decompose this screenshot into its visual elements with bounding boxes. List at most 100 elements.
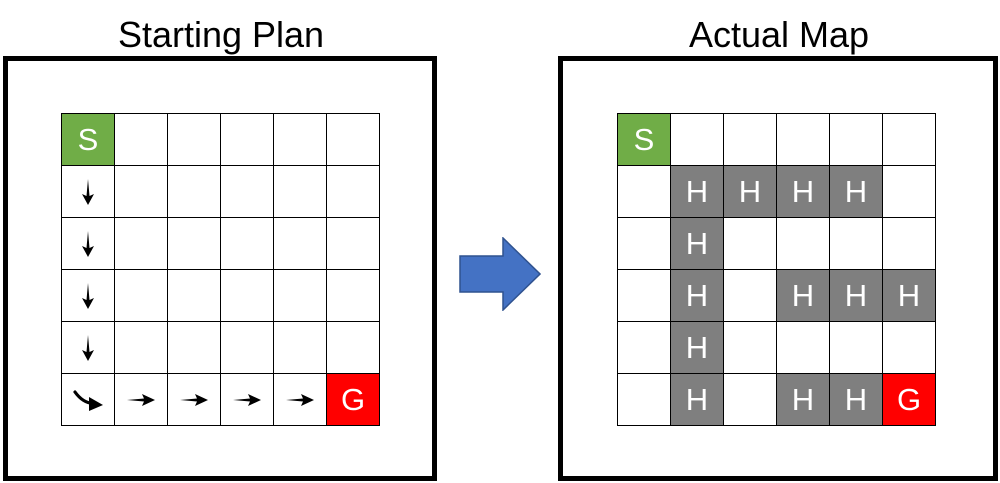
starting-plan-title: Starting Plan (117, 14, 325, 55)
plan-cell-0-3 (221, 114, 274, 166)
plan-cell-0-5 (327, 114, 380, 166)
map-cell-5-2 (724, 374, 777, 426)
plan-cell-2-1 (115, 218, 168, 270)
map-cell-0-1 (671, 114, 724, 166)
plan-cell-3-1 (115, 270, 168, 322)
plan-goal-cell: G (327, 374, 380, 426)
plan-cell-4-5 (327, 322, 380, 374)
arrow-right-icon (127, 393, 155, 406)
map-cell-2-3 (777, 218, 830, 270)
cell-label: S (633, 121, 655, 157)
map-start-cell: S (618, 114, 671, 166)
map-cell-4-5 (883, 322, 936, 374)
plan-cell-3-3 (221, 270, 274, 322)
map-hole-cell: H (671, 166, 724, 218)
transition-arrow-icon (459, 237, 541, 311)
map-hole-cell: H (671, 218, 724, 270)
map-cell-2-2 (724, 218, 777, 270)
cell-label: H (685, 173, 709, 209)
plan-cell-2-3 (221, 218, 274, 270)
arrow-down-icon (82, 334, 94, 361)
cell-label: H (685, 381, 709, 417)
cell-label: H (844, 277, 868, 313)
arrow-right-icon (233, 393, 261, 406)
plan-cell-1-5 (327, 166, 380, 218)
plan-start-cell: S (62, 114, 115, 166)
plan-cell-1-1 (115, 166, 168, 218)
plan-cell-0-4 (274, 114, 327, 166)
cell-label: S (77, 121, 99, 157)
cell-label: H (738, 173, 762, 209)
map-hole-cell: H (671, 270, 724, 322)
map-hole-cell: H (830, 374, 883, 426)
map-hole-cell: H (777, 374, 830, 426)
plan-cell-5-4 (274, 374, 327, 426)
plan-cell-4-3 (221, 322, 274, 374)
cell-label: G (340, 381, 366, 417)
cell-label: H (897, 277, 921, 313)
map-hole-cell: H (671, 374, 724, 426)
plan-cell-5-3 (221, 374, 274, 426)
map-hole-cell: H (830, 166, 883, 218)
map-hole-cell: H (883, 270, 936, 322)
plan-cell-1-3 (221, 166, 274, 218)
plan-cell-2-0 (62, 218, 115, 270)
plan-cell-4-0 (62, 322, 115, 374)
plan-cell-2-2 (168, 218, 221, 270)
plan-cell-0-2 (168, 114, 221, 166)
arrow-down-icon (82, 230, 94, 257)
cell-label: H (685, 225, 709, 261)
plan-cell-2-5 (327, 218, 380, 270)
map-cell-2-0 (618, 218, 671, 270)
plan-cell-4-2 (168, 322, 221, 374)
arrow-down-icon (82, 178, 94, 205)
map-cell-0-5 (883, 114, 936, 166)
map-cell-2-5 (883, 218, 936, 270)
map-cell-0-2 (724, 114, 777, 166)
map-cell-0-4 (830, 114, 883, 166)
map-cell-4-0 (618, 322, 671, 374)
map-hole-cell: H (724, 166, 777, 218)
map-cell-1-5 (883, 166, 936, 218)
map-cell-4-3 (777, 322, 830, 374)
plan-cell-5-2 (168, 374, 221, 426)
map-hole-cell: H (777, 270, 830, 322)
plan-cell-3-2 (168, 270, 221, 322)
plan-cell-2-4 (274, 218, 327, 270)
cell-label: H (791, 173, 815, 209)
actual-map-title: Actual Map (688, 14, 870, 55)
cell-label: H (791, 277, 815, 313)
plan-cell-5-1 (115, 374, 168, 426)
cell-label: H (685, 277, 709, 313)
map-cell-3-2 (724, 270, 777, 322)
curved-arrow-icon (73, 389, 103, 411)
plan-cell-3-0 (62, 270, 115, 322)
map-cell-4-4 (830, 322, 883, 374)
map-cell-2-4 (830, 218, 883, 270)
map-hole-cell: H (777, 166, 830, 218)
map-cell-5-0 (618, 374, 671, 426)
arrow-right-icon (180, 393, 208, 406)
cell-label: G (896, 381, 922, 417)
plan-cell-1-2 (168, 166, 221, 218)
plan-cell-3-5 (327, 270, 380, 322)
plan-cell-5-0 (62, 374, 115, 426)
map-cell-4-2 (724, 322, 777, 374)
cell-label: H (791, 381, 815, 417)
plan-cell-1-4 (274, 166, 327, 218)
map-goal-cell: G (883, 374, 936, 426)
cell-label: H (844, 173, 868, 209)
cell-label: H (685, 329, 709, 365)
map-hole-cell: H (830, 270, 883, 322)
map-cell-3-0 (618, 270, 671, 322)
map-cell-1-0 (618, 166, 671, 218)
map-hole-cell: H (671, 322, 724, 374)
plan-cell-1-0 (62, 166, 115, 218)
cell-label: H (844, 381, 868, 417)
plan-cell-0-1 (115, 114, 168, 166)
plan-cell-3-4 (274, 270, 327, 322)
plan-cell-4-1 (115, 322, 168, 374)
plan-cell-4-4 (274, 322, 327, 374)
